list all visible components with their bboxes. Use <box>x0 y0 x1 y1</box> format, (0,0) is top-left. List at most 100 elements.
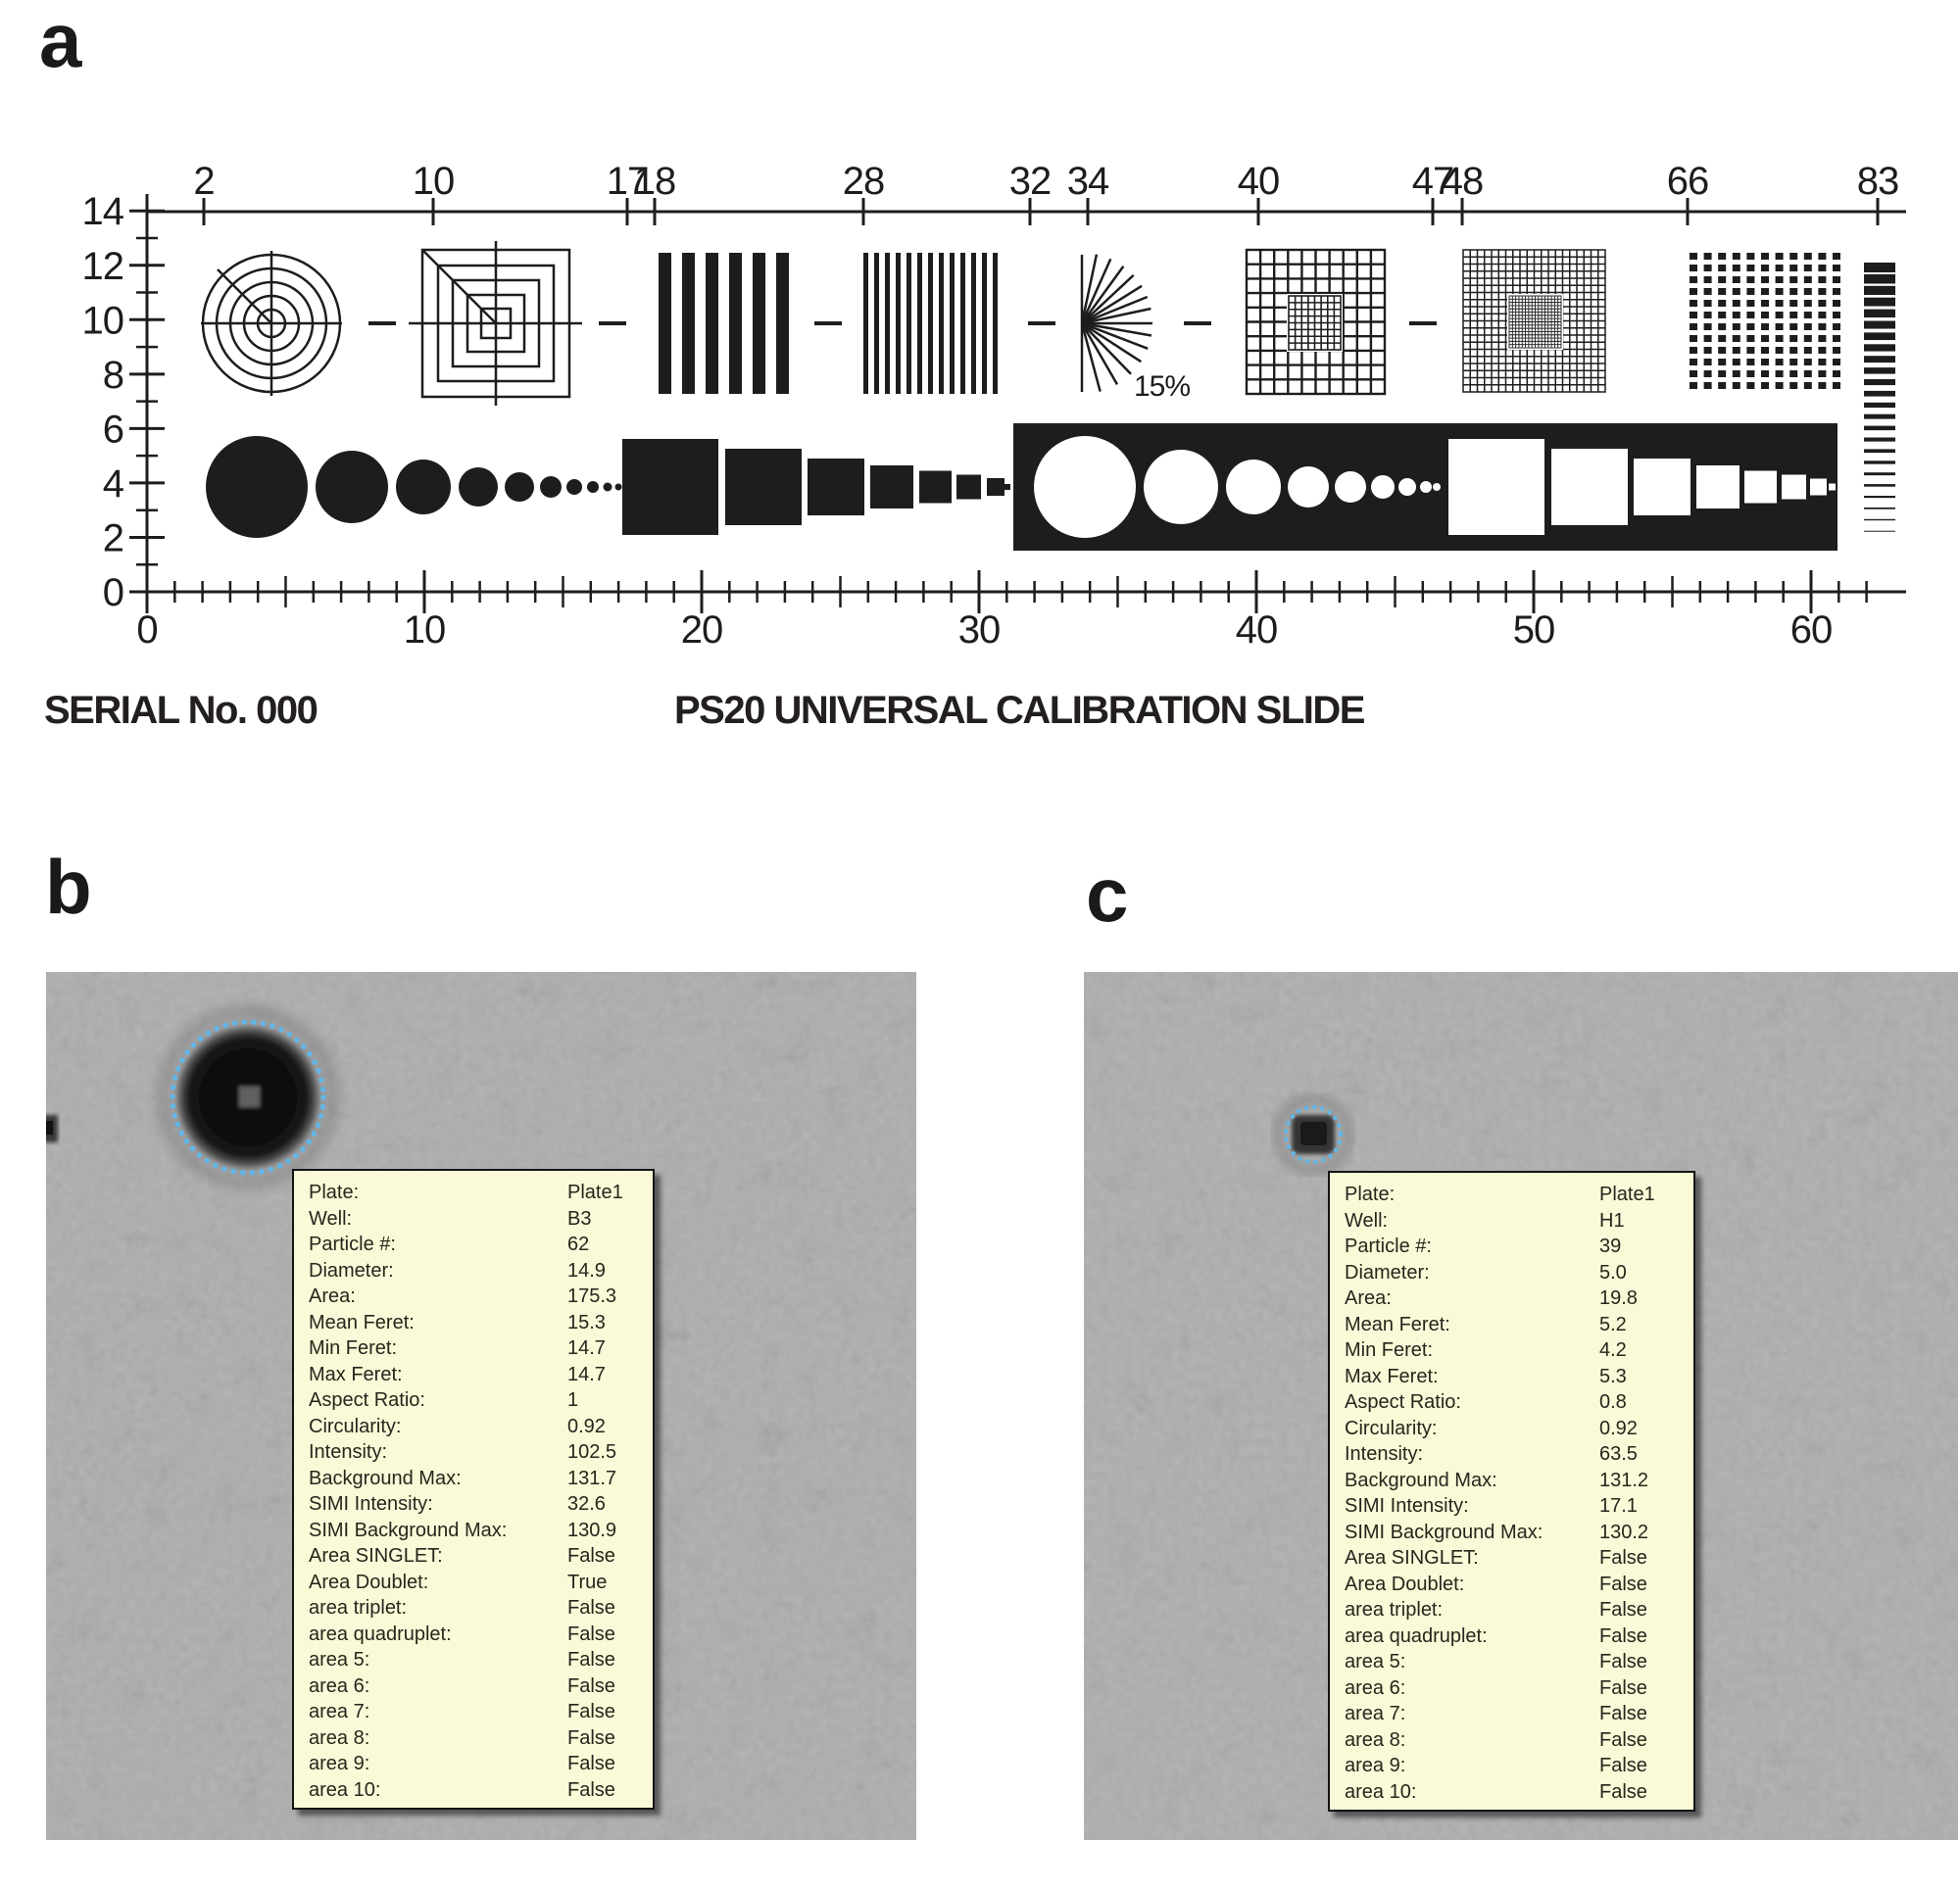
panel-b-label: b <box>45 844 92 930</box>
tooltip-row-label: area quadruplet: <box>309 1623 452 1645</box>
tooltip-row-label: Plate: <box>309 1182 360 1203</box>
tooltip-row-value: False <box>567 1649 615 1671</box>
tooltip-row-value: False <box>1599 1547 1647 1569</box>
particle-selection-ring-c <box>1283 1104 1344 1165</box>
tooltip-row: Circularity: 0.92 <box>309 1414 653 1440</box>
tooltip-row: area 7:False <box>1345 1701 1693 1727</box>
tooltip-row-value: False <box>1599 1728 1647 1751</box>
tooltip-row-value: 102.5 <box>567 1441 617 1463</box>
tooltip-row-label: Intensity: <box>309 1441 388 1463</box>
tooltip-row-value: 62 <box>567 1234 590 1255</box>
tooltip-row: area 9:False <box>1345 1753 1693 1779</box>
tooltip-row-label: area 9: <box>1345 1755 1406 1776</box>
tooltip-row-value: 39 <box>1599 1236 1622 1257</box>
svg-text:10: 10 <box>413 160 455 203</box>
tooltip-row-value: 130.9 <box>567 1519 617 1541</box>
svg-text:20: 20 <box>681 608 723 652</box>
svg-text:8: 8 <box>103 354 123 397</box>
tooltip-row-value: 5.2 <box>1599 1313 1627 1335</box>
tooltip-row-label: area triplet: <box>1345 1599 1444 1621</box>
tooltip-row-value: 0.92 <box>567 1415 606 1437</box>
tooltip-row-label: SIMI Background Max: <box>309 1519 508 1541</box>
tooltip-row-label: Well: <box>1345 1209 1389 1232</box>
particle-b <box>156 1005 340 1189</box>
tooltip-row: area triplet:False <box>309 1595 653 1622</box>
tooltip-row-label: area 8: <box>309 1726 370 1749</box>
tooltip-row: Diameter: 14.9 <box>309 1258 653 1284</box>
tooltip-row-label: Diameter: <box>309 1259 394 1282</box>
tooltip-row-value: 14.7 <box>567 1337 606 1359</box>
tooltip-row-label: area 6: <box>309 1674 370 1697</box>
svg-text:66: 66 <box>1667 160 1709 203</box>
svg-text:10: 10 <box>404 608 446 652</box>
tooltip-row-value: 17.1 <box>1599 1495 1638 1517</box>
svg-text:40: 40 <box>1238 160 1280 203</box>
tooltip-row-label: Circularity: <box>1345 1417 1438 1439</box>
tooltip-row: Intensity: 102.5 <box>309 1439 653 1466</box>
tooltip-row: Area Doublet:True <box>309 1570 653 1596</box>
tooltip-row: SIMI Intensity: 17.1 <box>1345 1493 1693 1520</box>
tooltip-row-label: area 10: <box>1345 1780 1417 1803</box>
tooltip-row-value: False <box>567 1701 615 1722</box>
tooltip-row-label: Well: <box>309 1207 353 1230</box>
svg-text:17: 17 <box>607 160 649 203</box>
tooltip-row: area 9:False <box>309 1751 653 1777</box>
tooltip-row-value: False <box>567 1623 615 1645</box>
serial-number-text: SERIAL No. 000 <box>44 689 318 732</box>
tooltip-row: area triplet:False <box>1345 1597 1693 1623</box>
tooltip-row-label: Area SINGLET: <box>1345 1547 1479 1569</box>
tooltip-row-value: False <box>567 1674 615 1697</box>
tooltip-row: Intensity:63.5 <box>1345 1441 1693 1468</box>
tooltip-row: Well:H1 <box>1345 1208 1693 1235</box>
tooltip-row-value: 63.5 <box>1599 1443 1638 1465</box>
tooltip-row-value: 5.3 <box>1599 1365 1627 1387</box>
tooltip-row: Particle #:62 <box>309 1232 653 1258</box>
tooltip-row-value: 19.8 <box>1599 1287 1638 1309</box>
tooltip-row-label: Min Feret: <box>309 1337 398 1359</box>
panel-a-label: a <box>39 0 82 83</box>
tooltip-row-label: area 8: <box>1345 1728 1406 1751</box>
tooltip-row: Min Feret: 14.7 <box>309 1335 653 1362</box>
tooltip-row: area 10:False <box>1345 1779 1693 1806</box>
tooltip-row-value: Plate1 <box>567 1182 623 1203</box>
svg-text:0: 0 <box>103 571 123 614</box>
tooltip-row-label: SIMI Intensity: <box>1345 1495 1469 1517</box>
svg-text:32: 32 <box>1009 160 1052 203</box>
tooltip-row-label: area 7: <box>309 1701 370 1722</box>
tooltip-row-label: Area SINGLET: <box>309 1545 443 1567</box>
tooltip-row-value: Plate1 <box>1599 1184 1655 1205</box>
tooltip-row-label: Background Max: <box>1345 1469 1497 1491</box>
tooltip-row-label: Min Feret: <box>1345 1339 1434 1361</box>
svg-text:40: 40 <box>1236 608 1278 652</box>
tooltip-row-value: 32.6 <box>567 1493 606 1515</box>
tooltip-row-value: 14.9 <box>567 1259 606 1282</box>
tooltip-row-value: 130.2 <box>1599 1521 1649 1543</box>
tooltip-row: Plate:Plate1 <box>1345 1182 1693 1208</box>
tooltip-row: Diameter:5.0 <box>1345 1260 1693 1286</box>
tooltip-row: Aspect Ratio:0.8 <box>1345 1389 1693 1416</box>
tooltip-row-label: Diameter: <box>1345 1261 1430 1284</box>
tooltip-row: area 7: False <box>309 1699 653 1725</box>
tooltip-row-value: False <box>567 1753 615 1774</box>
tooltip-row-label: Circularity: <box>309 1415 402 1437</box>
tooltip-row: SIMI Background Max: 130.9 <box>309 1518 653 1544</box>
tooltip-row-label: Aspect Ratio: <box>1345 1391 1461 1413</box>
tooltip-row-value: B3 <box>567 1207 592 1230</box>
tooltip-row: Circularity:0.92 <box>1345 1416 1693 1442</box>
tooltip-row-value: 131.7 <box>567 1467 617 1489</box>
svg-text:14: 14 <box>82 190 124 233</box>
tooltip-row: Max Feret:14.7 <box>309 1362 653 1388</box>
tooltip-row-label: Area: <box>1345 1287 1392 1309</box>
svg-text:28: 28 <box>843 160 885 203</box>
svg-text:30: 30 <box>958 608 1001 652</box>
particle-c <box>1272 1093 1354 1176</box>
tooltip-row: area 5:False <box>1345 1649 1693 1675</box>
tooltip-row: Aspect Ratio:1 <box>309 1387 653 1414</box>
tooltip-row: Mean Feret:5.2 <box>1345 1312 1693 1338</box>
tooltip-row: area quadruplet: False <box>309 1622 653 1648</box>
